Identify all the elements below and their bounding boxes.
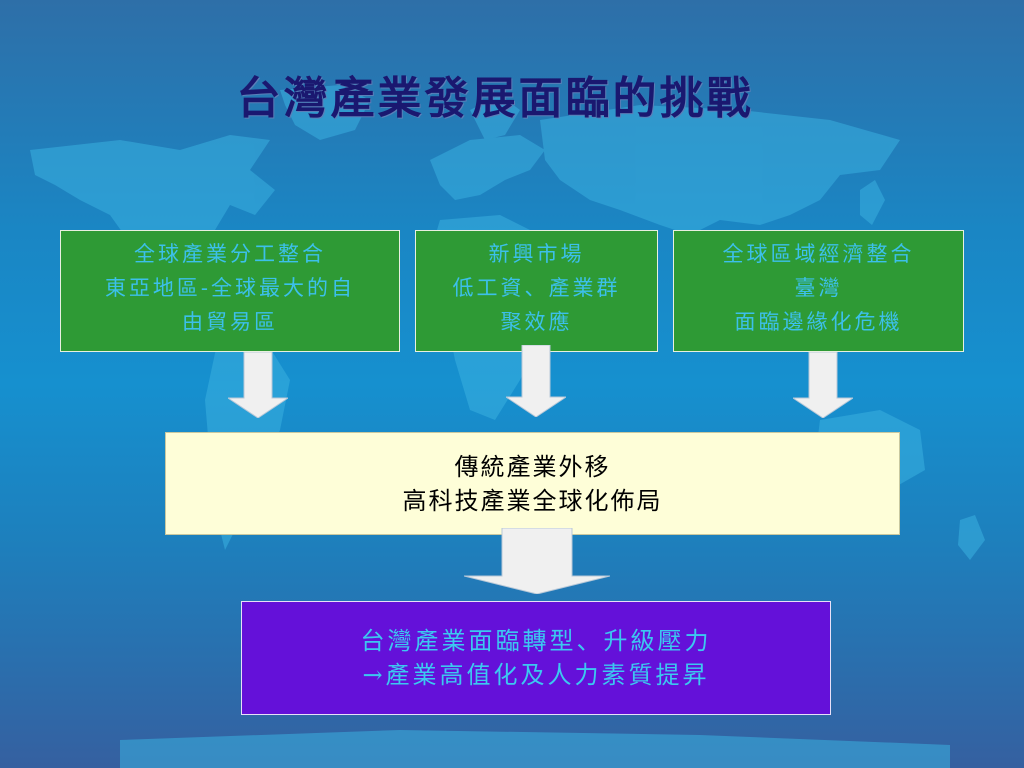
transformation-pressure-box: 台灣產業面臨轉型、升級壓力 →產業高值化及人力素質提昇 (241, 601, 831, 715)
down-arrow-icon (464, 528, 610, 594)
box-line: 東亞地區-全球最大的自 (104, 276, 356, 300)
down-arrow-icon (506, 345, 566, 417)
box-line: 台灣產業面臨轉型、升級壓力 (360, 627, 712, 655)
box-line: 由貿易區 (181, 310, 278, 334)
box-line: 面臨邊緣化危機 (734, 310, 903, 334)
box-line: 低工資、產業群 (452, 276, 621, 300)
box-line: 傳統產業外移 (454, 452, 611, 481)
box-line: 聚效應 (500, 310, 573, 334)
industry-relocation-box: 傳統產業外移 高科技產業全球化佈局 (165, 432, 900, 535)
down-arrow-icon (793, 352, 853, 418)
box-line: 全球區域經濟整合 (722, 242, 915, 266)
global-division-box: 全球產業分工整合 東亞地區-全球最大的自 由貿易區 (60, 230, 400, 352)
box-line: 全球產業分工整合 (133, 242, 326, 266)
regional-integration-box: 全球區域經濟整合 臺灣 面臨邊緣化危機 (673, 230, 964, 352)
box-line: 高科技產業全球化佈局 (402, 486, 663, 515)
box-line: 臺灣 (794, 276, 843, 300)
box-line: →產業高值化及人力素質提昇 (362, 661, 710, 689)
down-arrow-icon (228, 352, 288, 418)
emerging-market-box: 新興市場 低工資、產業群 聚效應 (415, 230, 658, 352)
box-line: 新興市場 (488, 242, 585, 266)
page-title: 台灣產業發展面臨的挑戰 (236, 73, 754, 124)
